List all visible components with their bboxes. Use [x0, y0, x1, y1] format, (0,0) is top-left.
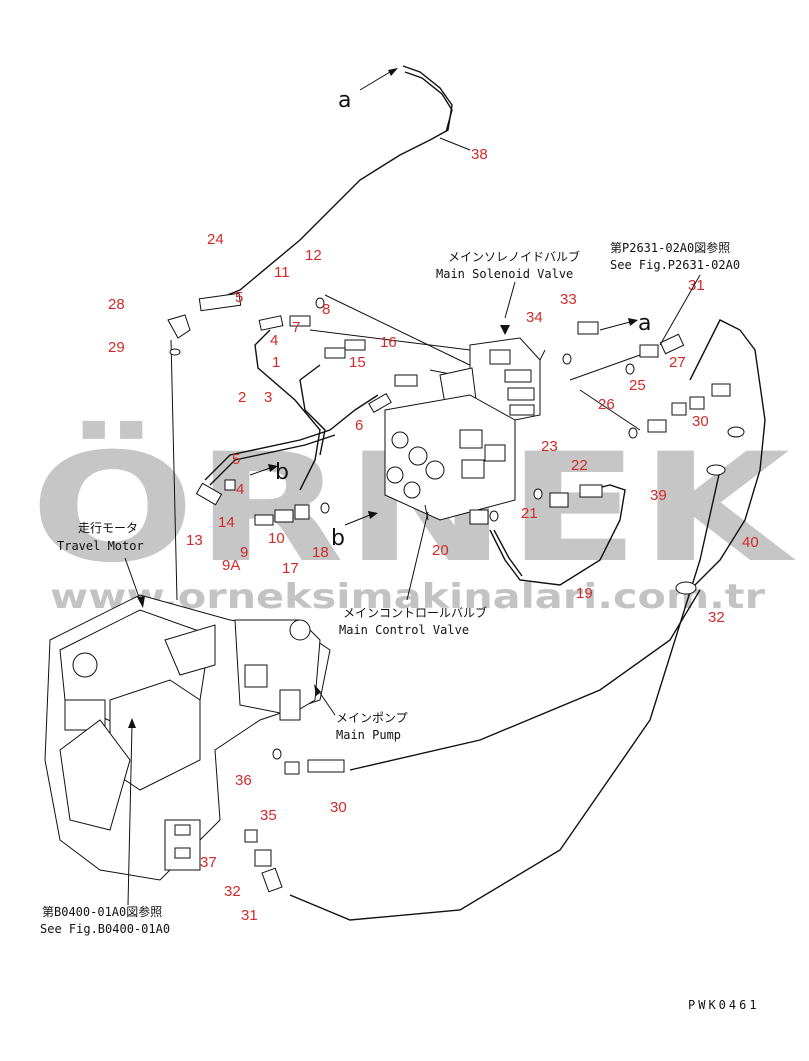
- callout: 12: [305, 247, 322, 264]
- callout: 9A: [222, 557, 240, 574]
- callout: 32: [708, 609, 725, 626]
- callout: 3: [264, 389, 272, 406]
- callout: 40: [742, 534, 759, 551]
- callout-numbers: 38 24 11 12 5 8 28 29 4 7 16 1 15 2 3 6 …: [108, 146, 759, 924]
- ref-b-label-en: See Fig.B0400-01A0: [40, 922, 170, 936]
- drawing-code: PWK0461: [688, 998, 760, 1012]
- hose-lines: [170, 65, 766, 921]
- labels: メインソレノイドバルブ Main Solenoid Valve 第P2631-0…: [40, 240, 760, 1012]
- callout: 35: [260, 807, 277, 824]
- callout: 5: [232, 451, 240, 468]
- callout: 29: [108, 339, 125, 356]
- callout: 16: [380, 334, 397, 351]
- callout: 20: [432, 542, 449, 559]
- callout: 33: [560, 291, 577, 308]
- callout: 18: [312, 544, 329, 561]
- callout: 22: [571, 457, 588, 474]
- callout: 31: [688, 277, 705, 294]
- main-solenoid-label-en: Main Solenoid Valve: [436, 267, 573, 281]
- callout: 31: [241, 907, 258, 924]
- callout: 21: [521, 505, 538, 522]
- callout: 17: [282, 560, 299, 577]
- callout: 8: [322, 301, 330, 318]
- callout: 4: [236, 481, 244, 498]
- callout: 36: [235, 772, 252, 789]
- arrow-letter: b: [331, 526, 345, 551]
- callout: 34: [526, 309, 543, 326]
- callout: 4: [270, 332, 278, 349]
- callout: 7: [292, 319, 300, 336]
- travel-motor-label-jp: 走行モータ: [78, 521, 138, 535]
- label-leaders: [124, 274, 701, 906]
- arrow-letter: a: [338, 88, 351, 113]
- components: [44, 292, 745, 893]
- callout: 26: [598, 396, 615, 413]
- main-pump-label-jp: メインポンプ: [336, 711, 408, 725]
- callout: 27: [669, 354, 686, 371]
- callout: 38: [471, 146, 488, 163]
- arrow-letter: b: [275, 460, 289, 485]
- main-pump-label-en: Main Pump: [336, 728, 401, 742]
- callout: 5: [235, 289, 243, 306]
- callout: 2: [238, 389, 246, 406]
- callout: 23: [541, 438, 558, 455]
- main-control-label-jp: メインコントロールバルブ: [343, 605, 487, 620]
- callout: 39: [650, 487, 667, 504]
- travel-motor-assembly: [44, 594, 331, 881]
- callout: 11: [274, 264, 290, 281]
- callout: 9: [240, 544, 248, 561]
- flow-arrows: [249, 68, 638, 526]
- ref-b-label-jp: 第B0400-01A0図参照: [42, 904, 162, 919]
- ref-p-label-en: See Fig.P2631-02A0: [610, 258, 740, 272]
- callout: 30: [692, 413, 709, 430]
- ref-p-label-jp: 第P2631-02A0図参照: [610, 240, 730, 255]
- arrow-letter: a: [638, 311, 651, 336]
- arrow-letters: a b b a: [275, 88, 651, 551]
- callout: 25: [629, 377, 646, 394]
- callout: 30: [330, 799, 347, 816]
- callout: 14: [218, 514, 235, 531]
- callout: 1: [272, 354, 280, 371]
- main-control-valve: [384, 394, 516, 521]
- callout: 19: [576, 585, 593, 602]
- callout: 15: [349, 354, 366, 371]
- callout: 28: [108, 296, 125, 313]
- callout: 13: [186, 532, 203, 549]
- callout: 24: [207, 231, 224, 248]
- callout: 10: [268, 530, 285, 547]
- callout: 37: [200, 854, 217, 871]
- callout: 32: [224, 883, 241, 900]
- main-solenoid-label-jp: メインソレノイドバルブ: [448, 249, 580, 264]
- main-control-label-en: Main Control Valve: [339, 623, 469, 637]
- travel-motor-label-en: Travel Motor: [57, 539, 144, 553]
- callout: 6: [355, 417, 363, 434]
